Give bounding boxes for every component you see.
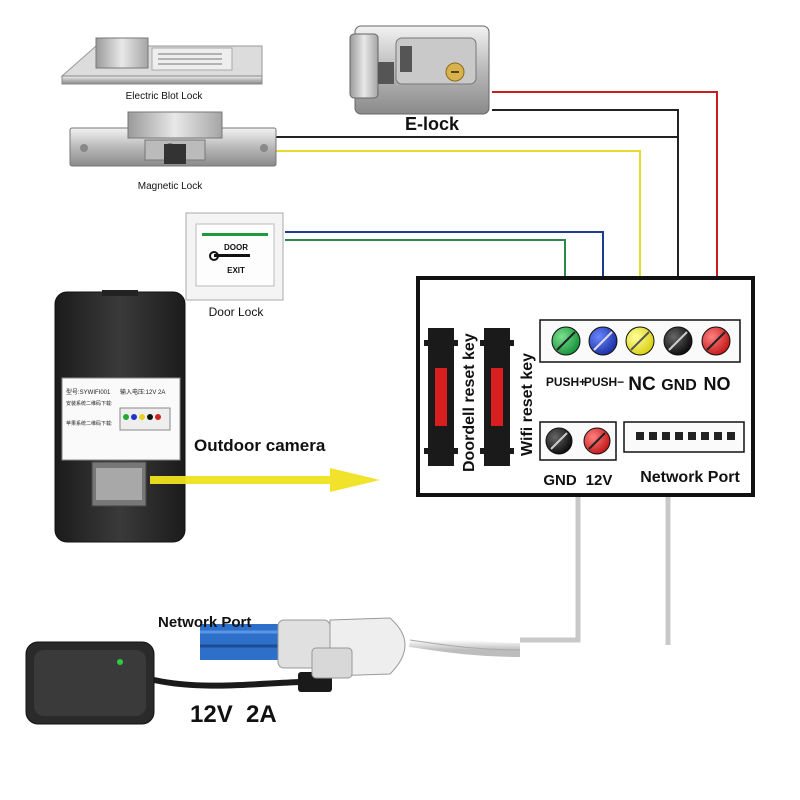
terminal-gnd [663, 326, 693, 356]
electric-bolt-lock-image [60, 37, 263, 85]
label-door-exit-bottom: EXIT [227, 266, 245, 275]
terminal-nc [625, 326, 655, 356]
terminal-power-12v [583, 427, 611, 455]
cables [153, 617, 521, 692]
terminal-no [701, 326, 731, 356]
label-magnetic-lock: Magnetic Lock [138, 181, 203, 192]
wire-power [520, 492, 581, 643]
label-gnd: GND [661, 377, 697, 394]
terminal-push-plus [551, 326, 581, 356]
label-network-port: Network Port [158, 614, 251, 631]
label-power-gnd: GND [543, 472, 577, 489]
power-adapter-image [25, 641, 155, 725]
label-e-lock: E-lock [405, 114, 460, 134]
camera-arrow [150, 468, 380, 492]
wires [275, 91, 718, 645]
wire-black-elock [492, 109, 679, 330]
label-door-lock: Door Lock [209, 305, 265, 319]
label-doorbell-reset-key: Doordell reset key [461, 333, 478, 472]
wire-yellow [275, 150, 641, 330]
label-wifi-reset-key: Wifi reset key [519, 353, 536, 456]
e-lock-image [349, 25, 490, 115]
label-no: NO [704, 374, 731, 394]
label-push-minus: PUSH− [584, 375, 624, 389]
label-push-plus: PUSH+ [546, 375, 586, 389]
camera-label-line3: 苹果系统二维码下载: [66, 420, 112, 427]
wire-red [492, 91, 718, 330]
terminal-power-gnd [545, 427, 573, 455]
magnetic-lock-image [69, 111, 277, 167]
outdoor-camera-image [54, 290, 186, 543]
label-door-exit-top: DOOR [224, 243, 248, 252]
label-board-network-port: Network Port [640, 469, 740, 486]
label-power-12v: 12V [586, 472, 613, 489]
label-electric-bolt-lock: Electric Blot Lock [126, 91, 204, 102]
camera-label-model: 型号:SYWIFI001 [66, 388, 111, 396]
camera-label-line2: 安装系统二维码下载: [66, 400, 112, 407]
doorbell-reset-key-image [424, 328, 458, 466]
label-power-adapter: 12V 2A [190, 701, 277, 728]
terminal-push-minus [588, 326, 618, 356]
network-port-image [623, 421, 745, 453]
label-outdoor-camera: Outdoor camera [194, 436, 326, 455]
camera-label-input: 输入电压:12V 2A [120, 388, 165, 396]
label-nc: NC [628, 374, 656, 395]
wifi-reset-key-image [480, 328, 514, 466]
door-exit-button-image [185, 212, 284, 301]
control-board [416, 276, 755, 497]
